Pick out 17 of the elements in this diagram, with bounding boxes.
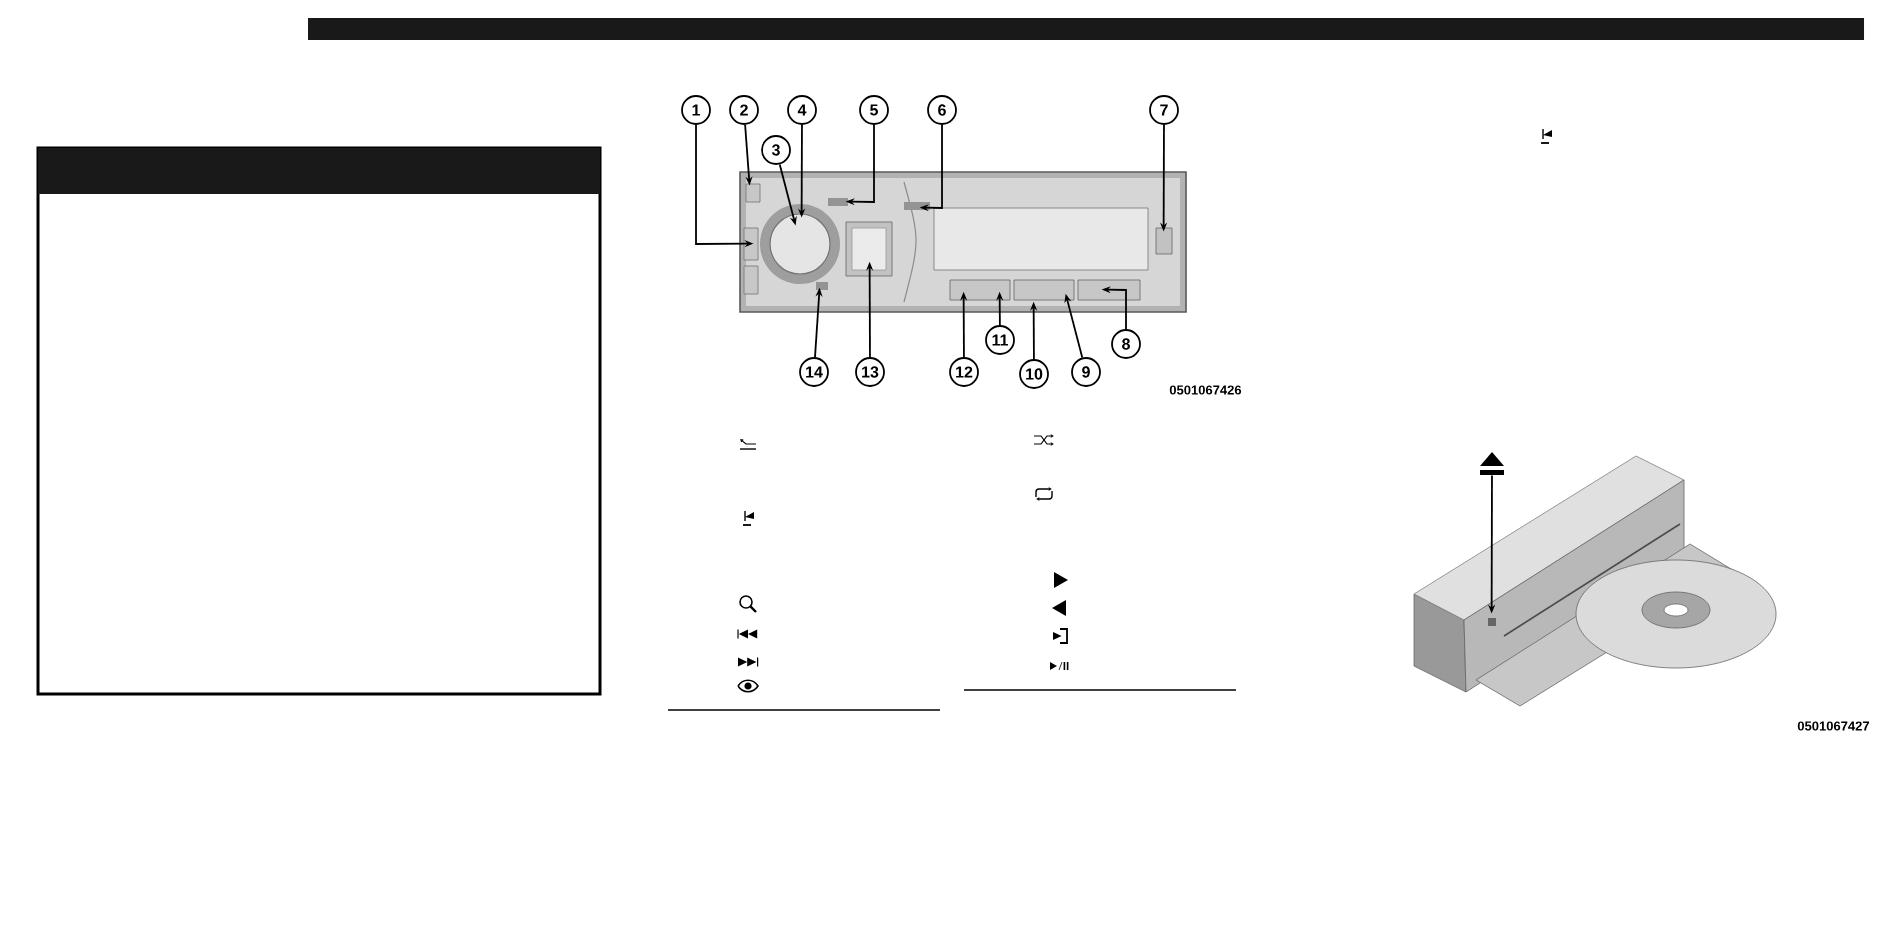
cd-drive-drawing xyxy=(1413,455,1777,707)
callout-number: 13 xyxy=(855,357,885,387)
callout-number: 2 xyxy=(729,95,759,125)
callout-number: 10 xyxy=(1019,359,1049,389)
callout-number: 8 xyxy=(1111,329,1141,359)
car-radio-drawing xyxy=(739,171,1187,313)
eject-icon xyxy=(1480,452,1504,475)
callout-number: 3 xyxy=(761,135,791,165)
callout-number: 9 xyxy=(1071,357,1101,387)
callout-number: 5 xyxy=(859,95,889,125)
callout-number: 11 xyxy=(985,325,1015,355)
callout-number: 6 xyxy=(927,95,957,125)
callout-number: 7 xyxy=(1149,95,1179,125)
callout-number: 14 xyxy=(799,357,829,387)
callout-number: 4 xyxy=(787,95,817,125)
callout-number: 12 xyxy=(949,357,979,387)
callout-number: 1 xyxy=(681,95,711,125)
